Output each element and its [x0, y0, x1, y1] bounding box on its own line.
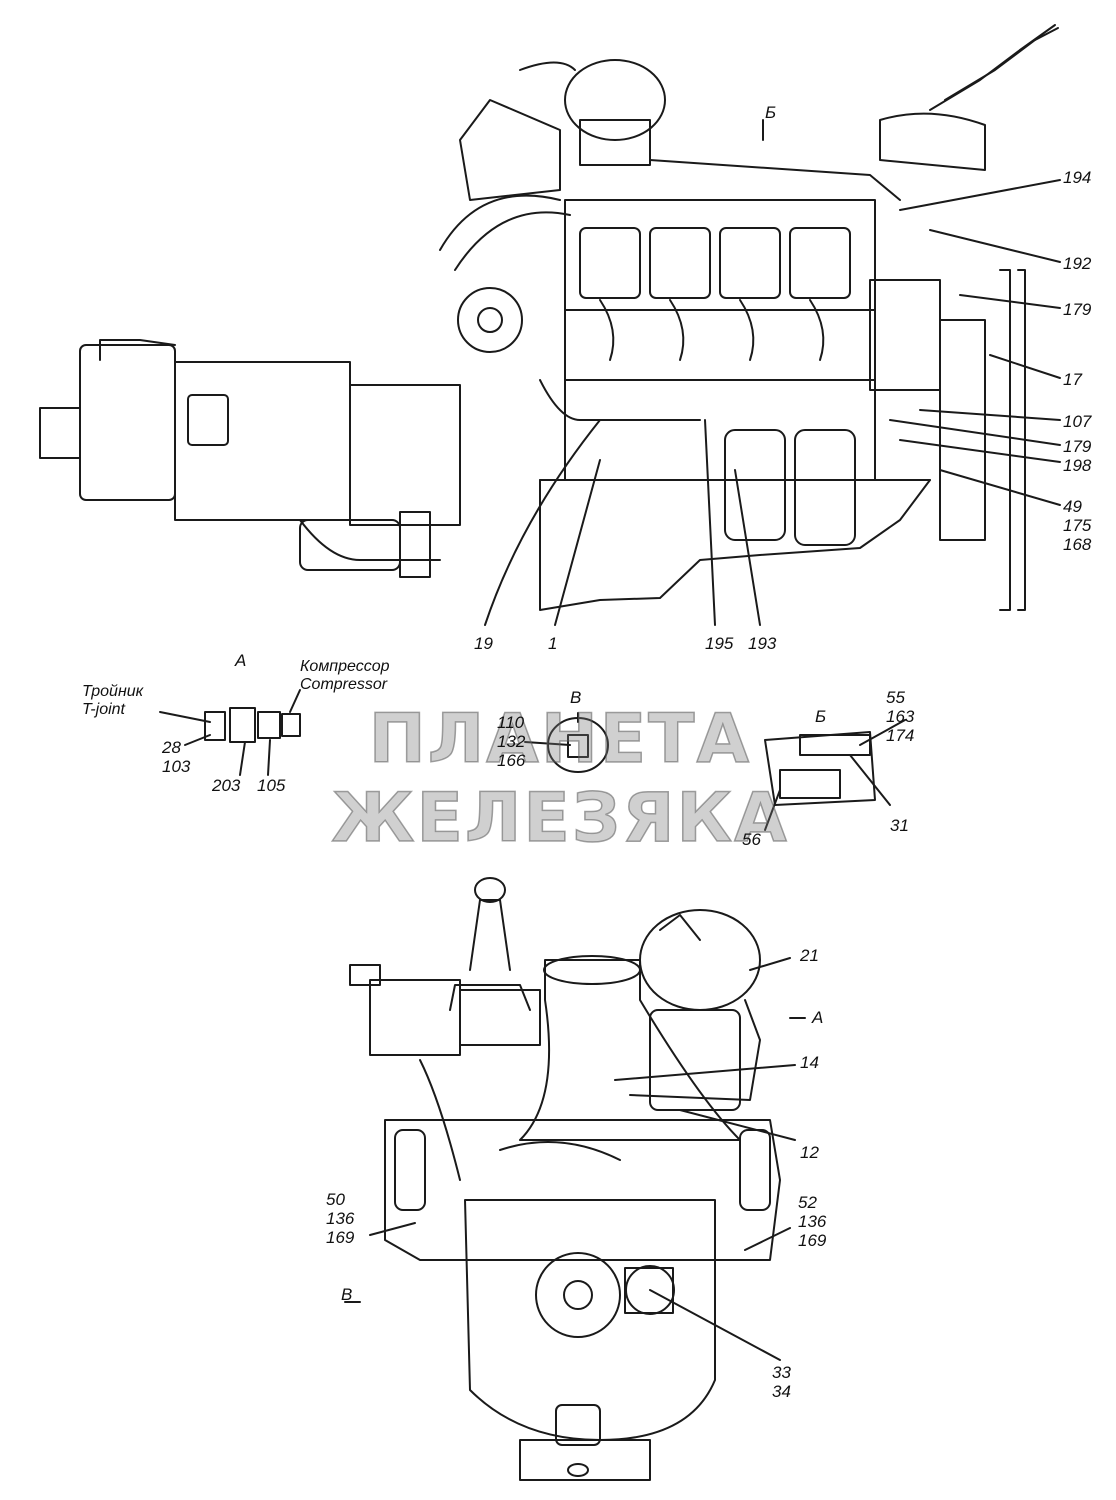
callout-group-50: 50 136 169 — [326, 1190, 354, 1247]
callout-49: 49 — [1063, 497, 1082, 516]
callout-110: 110 — [497, 713, 525, 732]
callout-1: 1 — [548, 634, 558, 653]
callout-52: 52 — [798, 1193, 817, 1212]
callout-174: 174 — [886, 726, 915, 745]
callout-136-left: 136 — [326, 1209, 355, 1228]
callout-175: 175 — [1063, 516, 1092, 535]
callout-56: 56 — [742, 830, 761, 849]
callout-179-top: 179 — [1063, 300, 1092, 319]
comp-ru-label: Компрессор — [300, 658, 390, 675]
callout-19: 19 — [474, 634, 493, 653]
tee-en-label: T-joint — [82, 701, 125, 718]
callout-group-33: 33 34 — [772, 1363, 791, 1401]
callout-203: 203 — [212, 776, 241, 795]
callout-34: 34 — [772, 1382, 791, 1401]
detail-v-drawing — [524, 712, 609, 773]
comp-en-label: Compressor — [300, 676, 388, 693]
engine-side-view — [39, 24, 1061, 626]
callout-166: 166 — [497, 751, 526, 770]
callout-169-left: 169 — [326, 1228, 355, 1247]
view-arrow-v-label: В — [341, 1285, 353, 1304]
detail-v-title: В — [570, 688, 582, 707]
detail-a-title: А — [235, 651, 247, 670]
callout-198: 198 — [1063, 456, 1092, 475]
detail-a-drawing — [159, 689, 301, 776]
callout-192: 192 — [1063, 254, 1092, 273]
engine-front-view — [344, 877, 806, 1481]
tee-ru-label: Тройник — [82, 683, 144, 700]
view-arrow-a-label: А — [812, 1008, 824, 1027]
callout-107: 107 — [1063, 412, 1092, 431]
callout-12: 12 — [800, 1143, 819, 1162]
callout-103: 103 — [162, 757, 191, 776]
detail-b-drawing — [764, 719, 906, 831]
callout-193: 193 — [748, 634, 777, 653]
callout-17: 17 — [1063, 370, 1082, 389]
callout-50: 50 — [326, 1190, 345, 1209]
callout-195: 195 — [705, 634, 734, 653]
callout-179-bottom: 179 — [1063, 437, 1092, 456]
callout-33: 33 — [772, 1363, 791, 1382]
tee-joint-label: Тройник T-joint — [82, 683, 143, 719]
callout-132: 132 — [497, 732, 526, 751]
view-arrow-b-label: Б — [765, 103, 777, 122]
callout-105: 105 — [257, 776, 286, 795]
callout-group-49: 49 175 168 — [1063, 497, 1091, 554]
callout-group-110: 110 132 166 — [497, 713, 525, 770]
detail-b-title: Б — [815, 707, 827, 726]
callout-194: 194 — [1063, 168, 1092, 187]
watermark: ПЛАНЕТА ЖЕЛЕЗЯКА — [330, 699, 789, 859]
callout-136-right: 136 — [798, 1212, 827, 1231]
callout-21: 21 — [800, 946, 819, 965]
callout-group-55: 55 163 174 — [886, 688, 914, 745]
callout-group-28: 28 103 — [162, 738, 190, 776]
callout-31: 31 — [890, 816, 909, 835]
callout-55: 55 — [886, 688, 905, 707]
compressor-label: Компрессор Compressor — [300, 658, 390, 694]
callout-28: 28 — [162, 738, 181, 757]
callout-14: 14 — [800, 1053, 819, 1072]
callout-163: 163 — [886, 707, 915, 726]
callout-group-52: 52 136 169 — [798, 1193, 826, 1250]
callout-169-right: 169 — [798, 1231, 827, 1250]
callout-168: 168 — [1063, 535, 1092, 554]
